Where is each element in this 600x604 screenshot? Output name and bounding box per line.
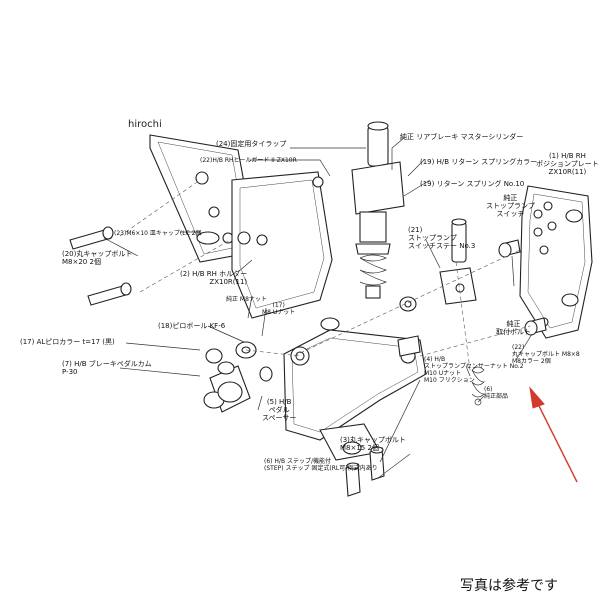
label-5: (5) H/B ペダル スペーサー [262, 398, 297, 422]
label-22-heel: (22)H/B RHヒールガード II ZX10R [200, 157, 297, 164]
label-switch: 純正 ストップランプ スイッチ [486, 194, 535, 218]
collars-and-spacers [203, 296, 421, 413]
label-17-nut: (17) M8 Uナット [262, 302, 296, 316]
label-20: (20)丸キャップボルト M8×20 2個 [62, 250, 133, 266]
brake-pedal [283, 317, 427, 461]
holder-2 [231, 171, 333, 319]
label-3: (3)丸キャップボルト M8×15 2個 [340, 436, 406, 452]
label-4: (4) H/B ストップランプセンサーナット No.2 M10 Uナット M10… [424, 356, 524, 384]
label-7: (7) H/B ブレーキペダルカム P-30 [62, 360, 152, 376]
label-nut-m8: 純正 M8ナット [226, 296, 267, 303]
stop-lamp-switch [439, 218, 477, 305]
bolt-22-set [498, 239, 547, 336]
label-6: (6) 純正部品 [484, 386, 509, 400]
label-24: (24)固定用タイラップ [216, 140, 287, 148]
label-bolt-m8: 純正 取付ボルト [496, 320, 531, 336]
label-master: 純正 リアブレーキ マスターシリンダー [400, 133, 524, 141]
leader-lines [103, 137, 533, 479]
bolt-20-set [69, 226, 132, 306]
label-18: (18)ピロボール KF-6 [158, 322, 226, 330]
label-17-collar: (17) ALピロカラー t=17 (黒) [20, 338, 115, 346]
heel-guard-plate [149, 134, 251, 263]
label-2: (2) H/B RH ホルダー ZX10R(11) [180, 270, 248, 286]
label-22-bolt: (22) 丸キャップボルト M8×8 M8カラー 2個 [512, 344, 580, 365]
bolt-3-set [345, 446, 385, 497]
label-21: (21) ストップランプ スイッチステー No.3 [408, 226, 476, 250]
reference-caption: 写真は参考です [460, 578, 558, 594]
label-19-collar: (19) H/B リターン スプリングカラー [420, 158, 538, 166]
return-spring [471, 366, 485, 406]
label-19-spring: (19) リターン スプリング No.10 [420, 180, 525, 188]
position-plate-1 [519, 185, 593, 339]
label-position-plate: (1) H/B RH ポジションプレート ZX10R(11) [536, 152, 599, 176]
label-6-bottom: (6) H/B ステップ/機能付 (STEP) ステップ 固定式(RL可)例式内… [264, 458, 378, 472]
master-cylinder [351, 121, 405, 299]
watermark: hirochi [128, 119, 162, 130]
red-arrow [529, 386, 578, 483]
label-23: (23)M6×10 皿キャップ(LC 2個 [114, 230, 202, 237]
